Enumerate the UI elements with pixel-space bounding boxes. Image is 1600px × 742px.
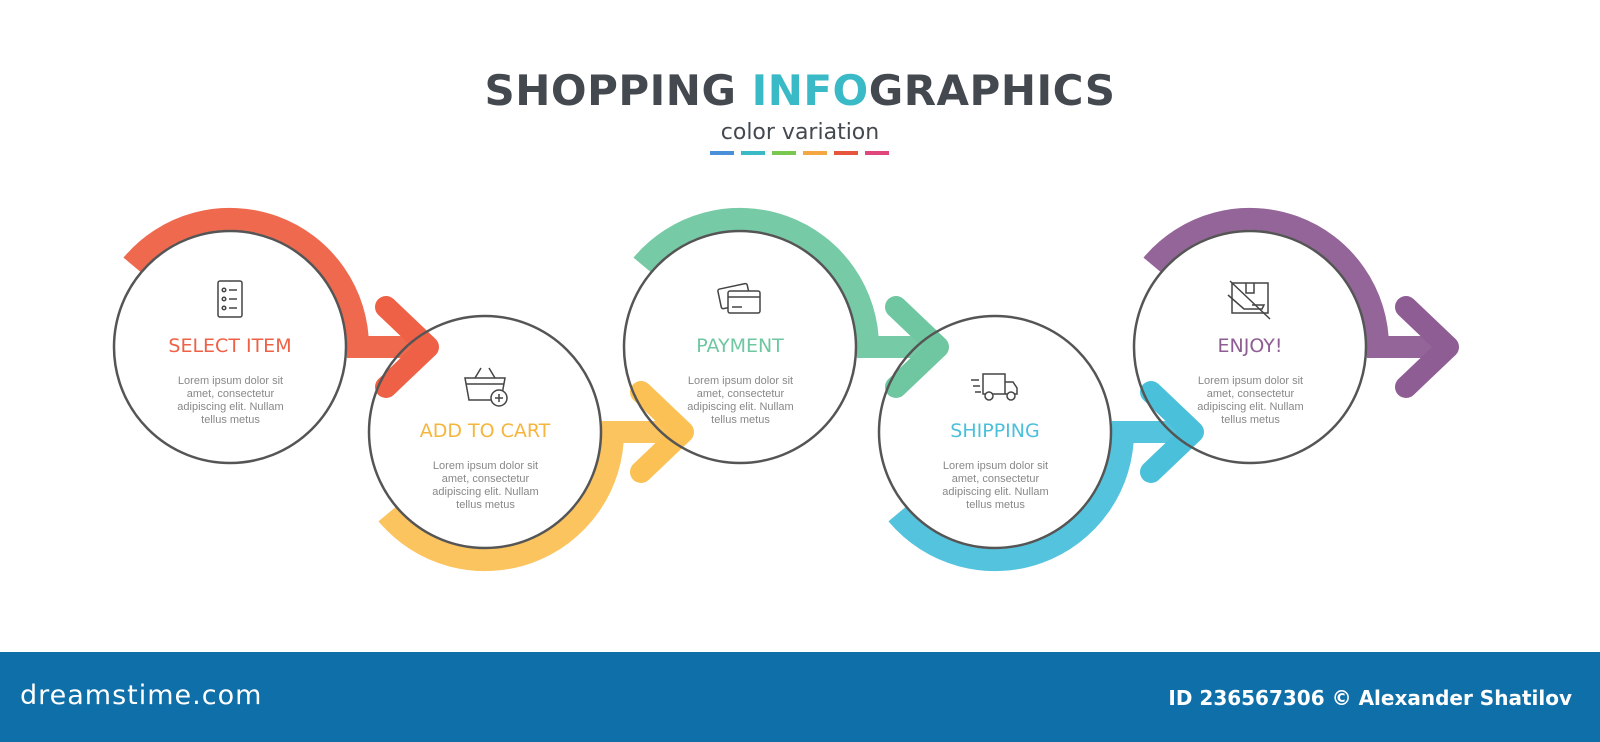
step-circle: [622, 229, 858, 465]
step-arc: [378, 421, 668, 572]
step-arc: [633, 207, 923, 358]
step-title: ADD TO CART: [419, 420, 551, 442]
step-description: Lorem ipsum dolor sit amet, consectetur …: [177, 375, 284, 426]
delivery-truck-icon: [971, 373, 1018, 401]
checklist-icon: [217, 280, 243, 318]
color-swatch: [772, 151, 796, 155]
title-accent: INFO: [751, 66, 869, 115]
step-description: Lorem ipsum dolor sit amet, consectetur …: [942, 460, 1049, 511]
basket-add-icon: [464, 367, 508, 407]
page-title: SHOPPING INFOGRAPHICS: [0, 66, 1600, 115]
color-swatch: [741, 151, 765, 155]
step-title: SELECT ITEM: [168, 335, 292, 357]
step-arc: [1143, 207, 1433, 358]
subtitle: color variation: [720, 120, 880, 145]
step-circle: [877, 314, 1113, 550]
footer-credit: ID 236567306 © Alexander Shatilov: [1168, 686, 1572, 710]
step-description: Lorem ipsum dolor sit amet, consectetur …: [687, 375, 794, 426]
arrow-head: [630, 381, 694, 483]
step-title: PAYMENT: [696, 335, 784, 357]
footer-logo: dreamstime.com: [20, 680, 263, 711]
step-circle: [1132, 229, 1368, 465]
process-diagram: [112, 207, 1459, 572]
color-swatch: [710, 151, 734, 155]
arrow-head: [1395, 296, 1459, 398]
title-part1: SHOPPING: [484, 66, 752, 115]
arrow-head: [375, 296, 439, 398]
step-description: Lorem ipsum dolor sit amet, consectetur …: [432, 460, 539, 511]
title-part2: GRAPHICS: [868, 66, 1116, 115]
step-description: Lorem ipsum dolor sit amet, consectetur …: [1197, 375, 1304, 426]
color-swatch: [865, 151, 889, 155]
arrow-head: [1140, 381, 1204, 483]
step-circle: [112, 229, 348, 465]
package-hand-icon: [1227, 280, 1271, 320]
color-swatch: [834, 151, 858, 155]
step-circle: [367, 314, 603, 550]
step-arc: [123, 207, 413, 358]
step-title: SHIPPING: [950, 420, 1040, 442]
color-swatches: [710, 151, 889, 156]
footer-bar: dreamstime.com ID 236567306 © Alexander …: [0, 652, 1600, 742]
color-swatch: [803, 151, 827, 155]
arrow-head: [885, 296, 949, 398]
step-title: ENJOY!: [1217, 335, 1283, 357]
credit-card-icon: [717, 282, 761, 314]
step-arc: [888, 421, 1178, 572]
